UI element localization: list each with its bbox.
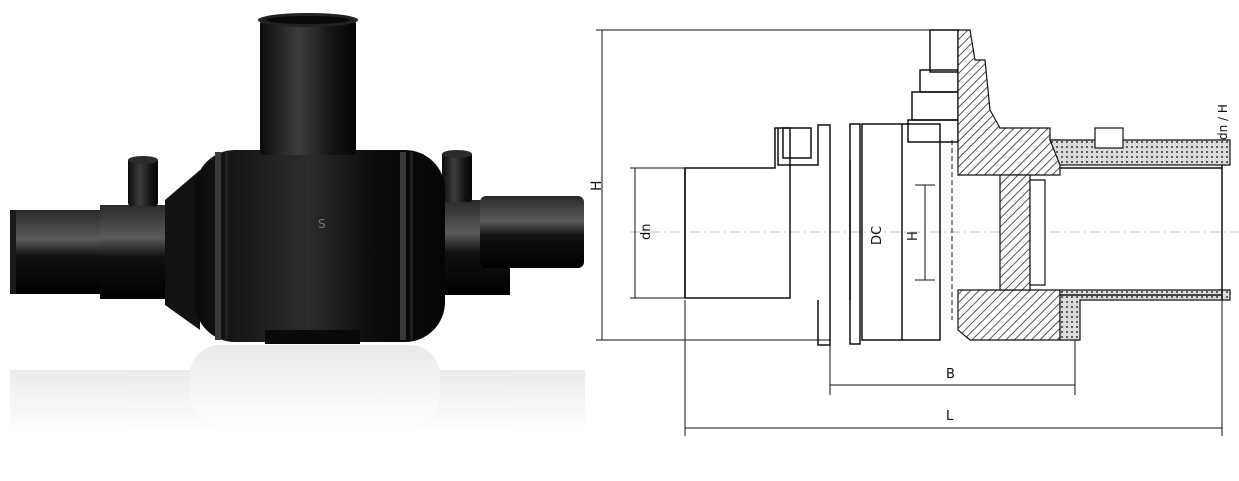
dim-inner [915, 184, 935, 281]
left-pipe-outline [684, 127, 791, 299]
dim-body-length [829, 340, 1076, 395]
main-body: S [195, 150, 445, 344]
ball-valve-photo: S [10, 13, 585, 430]
right-test-port [442, 150, 472, 202]
svg-text:S: S [318, 217, 326, 231]
label-body-length: B [946, 367, 955, 382]
label-overall-height: H [590, 180, 605, 191]
top-stem [258, 13, 358, 155]
dim-total-length [684, 300, 1223, 436]
photo-reflection [10, 345, 585, 430]
label-outlet-diameter: dn / H [1216, 104, 1230, 140]
label-total-length: L [946, 409, 954, 424]
left-pipe-end [10, 170, 200, 330]
stem-outline [907, 29, 959, 143]
left-body-outline [777, 123, 941, 346]
label-bore-diameter: dn [639, 224, 654, 241]
left-test-port [128, 156, 158, 206]
label-diameter-h: H [906, 231, 921, 241]
label-diameter-dc: DC [870, 226, 885, 245]
technical-drawing: H dn DC H B L dn / H [589, 0, 1239, 477]
right-outlet-pipe [1060, 165, 1223, 300]
dim-bore [630, 167, 685, 299]
hatched-section [957, 29, 1231, 341]
cross-section-svg: H dn DC H B L dn / H [589, 29, 1239, 436]
product-photo: S [0, 0, 600, 477]
dim-overall-height [596, 29, 960, 341]
